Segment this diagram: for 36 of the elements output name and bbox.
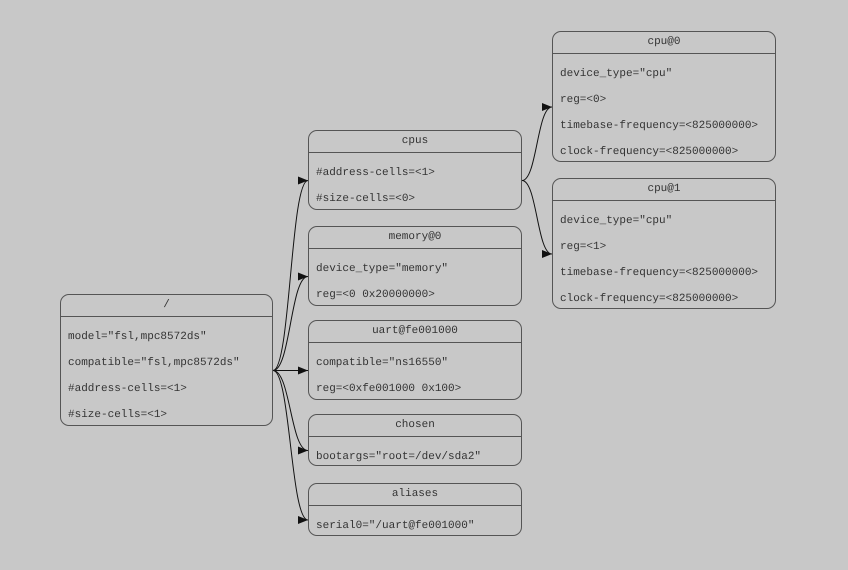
node-record-box bbox=[308, 483, 522, 536]
node-record-box bbox=[308, 414, 522, 466]
node-record-box bbox=[308, 226, 522, 306]
property-text: reg=<1> bbox=[560, 240, 606, 255]
property-text: #size-cells=<1> bbox=[68, 408, 168, 423]
property-text: clock-frequency=<825000000> bbox=[560, 292, 738, 307]
property-text: bootargs="root=/dev/sda2" bbox=[316, 450, 482, 465]
property-text: device_type="cpu" bbox=[560, 67, 672, 82]
node-name: cpu@0 bbox=[647, 35, 680, 50]
node-name: cpu@1 bbox=[647, 182, 680, 197]
property-text: reg=<0xfe001000 0x100> bbox=[316, 382, 462, 397]
node-name: cpus bbox=[402, 134, 428, 149]
property-text: #address-cells=<1> bbox=[68, 382, 187, 397]
node-name: uart@fe001000 bbox=[372, 324, 458, 339]
property-text: reg=<0> bbox=[560, 93, 606, 108]
property-text: device_type="cpu" bbox=[560, 214, 672, 229]
property-text: device_type="memory" bbox=[316, 262, 448, 277]
node-record-box bbox=[60, 294, 273, 426]
property-text: model="fsl,mpc8572ds" bbox=[68, 330, 207, 345]
node-name: / bbox=[163, 298, 170, 313]
property-text: #address-cells=<1> bbox=[316, 166, 435, 181]
node-record-box bbox=[308, 130, 522, 210]
property-text: compatible="fsl,mpc8572ds" bbox=[68, 356, 240, 371]
property-text: compatible="ns16550" bbox=[316, 356, 448, 371]
node-name: aliases bbox=[392, 487, 438, 502]
property-text: #size-cells=<0> bbox=[316, 192, 416, 207]
property-text: timebase-frequency=<825000000> bbox=[560, 266, 758, 281]
property-text: reg=<0 0x20000000> bbox=[316, 288, 435, 303]
node-record-box bbox=[552, 31, 776, 162]
property-text: clock-frequency=<825000000> bbox=[560, 145, 738, 160]
node-name: chosen bbox=[395, 418, 435, 433]
node-record-box bbox=[552, 178, 776, 309]
property-text: serial0="/uart@fe001000" bbox=[316, 519, 474, 534]
node-record-box bbox=[308, 320, 522, 400]
property-text: timebase-frequency=<825000000> bbox=[560, 119, 758, 134]
node-name: memory@0 bbox=[388, 230, 442, 245]
